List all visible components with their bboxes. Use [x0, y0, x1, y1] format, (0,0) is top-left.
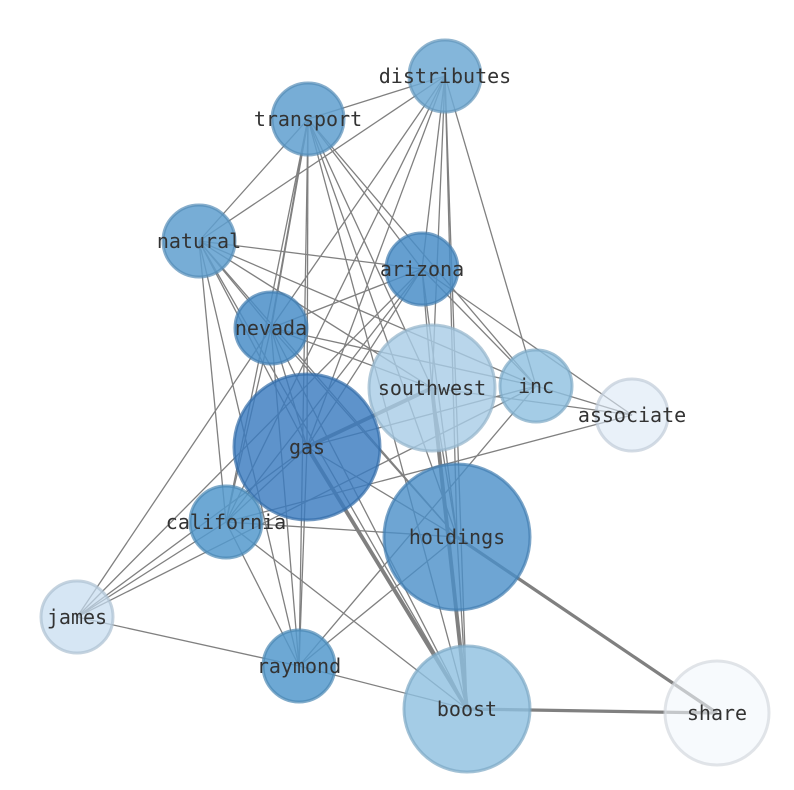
edge-james-raymond [76, 616, 300, 667]
node-transport[interactable] [270, 81, 346, 157]
node-share[interactable] [663, 659, 771, 767]
edge-nevada-james [76, 327, 272, 618]
node-raymond[interactable] [261, 628, 337, 704]
node-nevada[interactable] [233, 290, 309, 366]
node-james[interactable] [39, 579, 115, 655]
node-label-transport: transport [254, 107, 362, 131]
node-southwest[interactable] [367, 323, 497, 453]
node-distributes[interactable] [407, 38, 483, 114]
node-label-james: james [47, 605, 107, 629]
node-label-arizona: arizona [380, 257, 464, 281]
node-inc[interactable] [498, 348, 574, 424]
node-label-associate: associate [578, 403, 686, 427]
node-arizona[interactable] [384, 231, 460, 307]
edge-distributes-holdings [444, 75, 458, 538]
node-label-share: share [687, 701, 747, 725]
node-label-southwest: southwest [378, 376, 486, 400]
node-label-inc: inc [518, 374, 554, 398]
node-natural[interactable] [161, 203, 237, 279]
edge-arizona-associate [421, 268, 633, 416]
node-associate[interactable] [594, 377, 670, 453]
edge-distributes-nevada [270, 75, 446, 329]
node-label-boost: boost [437, 697, 497, 721]
node-label-california: california [166, 510, 286, 534]
node-california[interactable] [188, 484, 264, 560]
node-label-raymond: raymond [257, 654, 341, 678]
labels-layer: distributes transport natural arizona nevada… [47, 64, 747, 725]
node-label-gas: gas [289, 435, 325, 459]
edge-natural-california [198, 240, 227, 523]
node-gas[interactable] [232, 372, 382, 522]
node-holdings[interactable] [382, 462, 532, 612]
node-boost[interactable] [402, 644, 532, 774]
node-label-nevada: nevada [235, 316, 307, 340]
node-label-natural: natural [157, 229, 241, 253]
nodes-layer [39, 38, 771, 774]
edge-distributes-inc [444, 75, 537, 387]
node-label-holdings: holdings [409, 525, 505, 549]
node-label-distributes: distributes [379, 64, 511, 88]
